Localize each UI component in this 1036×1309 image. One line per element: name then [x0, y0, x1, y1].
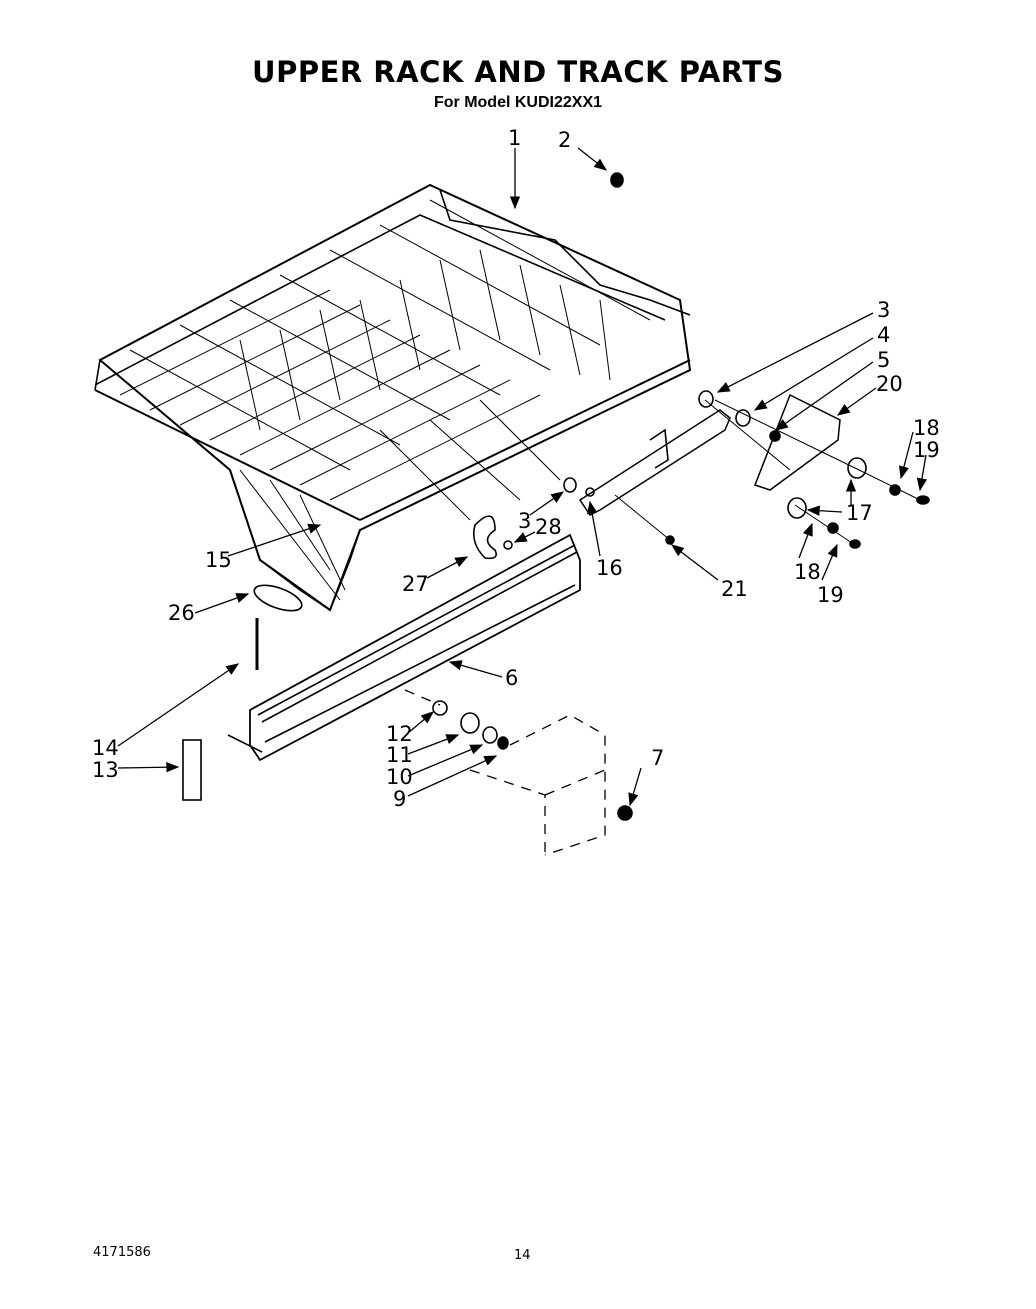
- callout-1: 1: [508, 126, 522, 150]
- page-number: 14: [514, 1248, 531, 1263]
- callout-5: 5: [877, 348, 891, 372]
- hardware-parts: [182, 172, 930, 821]
- callout-27: 27: [402, 572, 429, 596]
- callout-6: 6: [505, 666, 519, 690]
- callout-11: 11: [386, 743, 413, 767]
- callout-9: 9: [393, 787, 407, 811]
- callout-21: 21: [721, 577, 748, 601]
- callout-14: 14: [92, 736, 119, 760]
- callout-18: 18: [794, 560, 821, 584]
- callout-18: 18: [913, 416, 940, 440]
- track-rail: [227, 533, 581, 762]
- callout-19: 19: [913, 438, 940, 462]
- callout-28: 28: [535, 515, 562, 539]
- callout-3: 3: [877, 298, 891, 322]
- upper-rack-basket: [94, 183, 692, 612]
- callout-7: 7: [651, 746, 665, 770]
- reference-outline: [404, 689, 606, 856]
- callout-2: 2: [558, 128, 572, 152]
- callout-12: 12: [386, 722, 413, 746]
- document-part-number: 4171586: [93, 1245, 151, 1260]
- callout-10: 10: [386, 765, 413, 789]
- callout-4: 4: [877, 323, 891, 347]
- page-title: UPPER RACK AND TRACK PARTS: [252, 55, 784, 89]
- callout-15: 15: [205, 548, 232, 572]
- callout-20: 20: [876, 372, 903, 396]
- callout-13: 13: [92, 758, 119, 782]
- model-subtitle: For Model KUDI22XX1: [433, 94, 603, 111]
- callout-19: 19: [817, 583, 844, 607]
- callout-26: 26: [168, 601, 195, 625]
- callout-16: 16: [596, 556, 623, 580]
- callout-17: 17: [846, 501, 873, 525]
- callout-leaders: [117, 147, 928, 807]
- callout-3: 3: [518, 509, 532, 533]
